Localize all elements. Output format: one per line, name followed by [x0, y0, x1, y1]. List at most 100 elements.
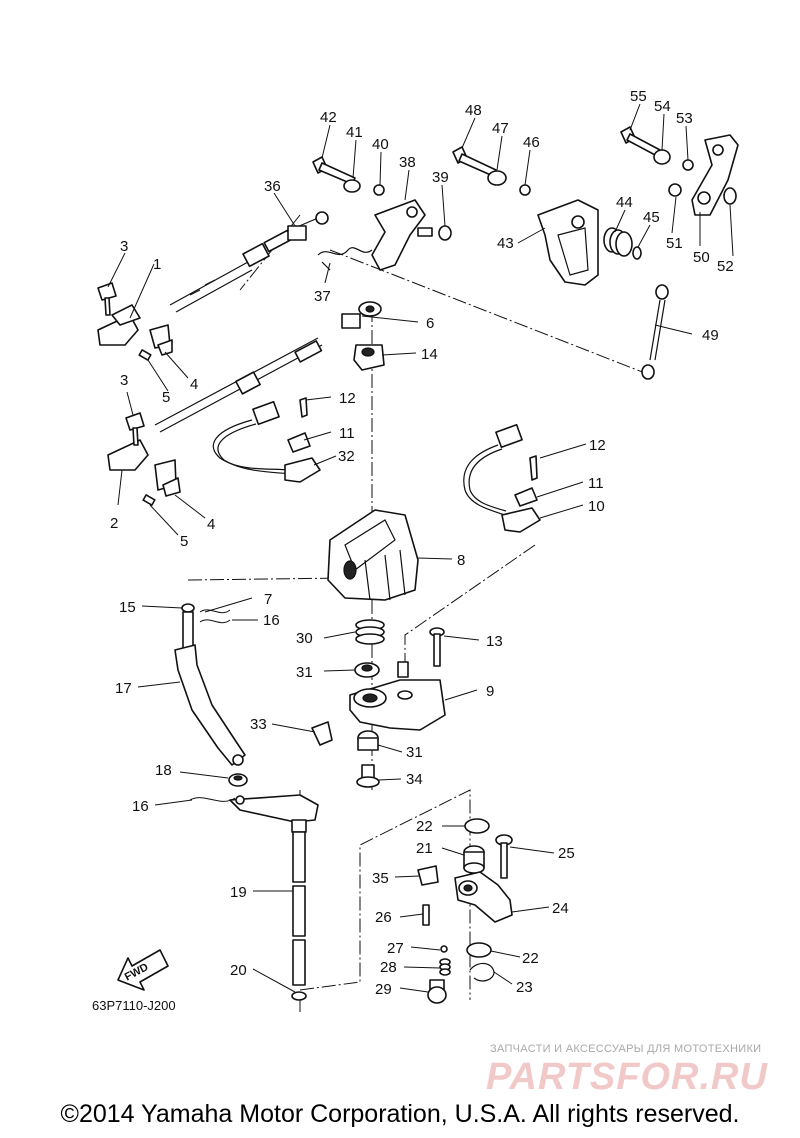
part-2-cable-bracket	[107, 439, 181, 497]
part-28-spring	[439, 958, 451, 976]
label-part-51: 51	[666, 235, 683, 252]
part-9-body	[349, 661, 446, 731]
label-part-10: 10	[588, 498, 605, 515]
label-part-39: 39	[432, 169, 449, 186]
label-part-43: 43	[497, 235, 514, 252]
exploded-parts-diagram: FWD	[92, 88, 739, 1013]
label-part-12: 12	[589, 437, 606, 454]
part-17-shift-lever	[174, 611, 246, 766]
label-part-46: 46	[523, 134, 540, 151]
label-part-54: 54	[654, 98, 671, 115]
part-33-fitting	[311, 721, 333, 746]
part-number-labels: 1 2 3 3 4 4 5 5 6 7 8 9 10 11 11 12 12 1…	[92, 88, 734, 1013]
part-14-collar	[353, 344, 385, 371]
label-part-4: 4	[190, 376, 198, 393]
part-3-bolt-upper	[97, 282, 117, 316]
label-part-25: 25	[558, 845, 575, 862]
part-18-nut	[228, 773, 248, 787]
part-washer-45	[632, 246, 642, 260]
part-bolt-42	[312, 156, 356, 185]
parts: FWD	[97, 126, 739, 1004]
label-part-31: 31	[406, 744, 423, 761]
label-part-22: 22	[522, 950, 539, 967]
label-part-1: 1	[153, 256, 161, 273]
copyright-notice: ©2014 Yamaha Motor Corporation, U.S.A. A…	[60, 1100, 740, 1128]
label-part-41: 41	[346, 124, 363, 141]
label-part-53: 53	[676, 110, 693, 127]
label-part-16: 16	[132, 798, 149, 815]
part-washer-52	[723, 187, 737, 205]
label-part-3: 3	[120, 372, 128, 389]
part-5-pin-upper	[138, 349, 152, 361]
part-collar-41	[343, 179, 361, 193]
label-part-6: 6	[426, 315, 434, 332]
label-part-21: 21	[416, 840, 433, 857]
part-38-lever	[317, 199, 433, 271]
part-43-bracket	[537, 199, 599, 286]
part-23-circlip	[469, 962, 495, 982]
part-washer-53	[682, 159, 694, 171]
part-20-washer	[291, 991, 307, 1001]
part-49-rod	[641, 284, 669, 380]
label-part-28: 28	[380, 959, 397, 976]
label-part-52: 52	[717, 258, 734, 275]
label-part-27: 27	[387, 940, 404, 957]
leader-lines	[107, 103, 734, 993]
part-bolt-48	[452, 146, 497, 177]
label-part-44: 44	[616, 194, 633, 211]
part-32-switch	[212, 397, 321, 483]
part-27-ball	[440, 945, 448, 953]
part-10-switch	[463, 423, 541, 533]
fwd-arrow-icon: FWD	[117, 949, 169, 991]
part-25-bolt	[495, 834, 513, 879]
part-22-washer-upper	[464, 818, 490, 834]
part-collar-54	[653, 149, 671, 165]
label-part-20: 20	[230, 962, 247, 979]
label-part-26: 26	[375, 909, 392, 926]
label-part-8: 8	[457, 552, 465, 569]
label-part-11: 11	[339, 425, 355, 442]
part-13-bolt	[429, 627, 445, 667]
label-part-50: 50	[693, 249, 710, 266]
label-part-34: 34	[406, 771, 423, 788]
label-part-2: 2	[110, 515, 118, 532]
part-shift-cable-upper	[169, 211, 329, 313]
drawing-code: 63P7110-J200	[92, 998, 176, 1013]
part-21-bushing	[463, 845, 485, 874]
label-part-30: 30	[296, 630, 313, 647]
label-part-36: 36	[264, 178, 281, 195]
part-35-fitting	[417, 865, 439, 886]
part-8-housing	[327, 509, 419, 601]
part-22-washer-lower	[466, 942, 492, 958]
part-44-spring	[603, 227, 633, 257]
label-part-14: 14	[421, 346, 438, 363]
watermark-logo: PARTSFOR.RU	[486, 1056, 768, 1098]
label-part-42: 42	[320, 109, 337, 126]
part-1-cable-bracket	[97, 304, 173, 356]
part-19-shift-rod	[292, 831, 306, 986]
label-part-24: 24	[552, 900, 569, 917]
part-50-arm	[691, 134, 739, 216]
label-part-47: 47	[492, 120, 509, 137]
part-bolt-55	[620, 126, 661, 157]
label-part-38: 38	[399, 154, 416, 171]
part-16-clip-lower	[189, 797, 236, 802]
label-part-23: 23	[516, 979, 533, 996]
label-part-7: 7	[264, 591, 272, 608]
label-part-35: 35	[372, 870, 389, 887]
label-part-45: 45	[643, 209, 660, 226]
part-collar-51	[668, 183, 682, 197]
part-collar-47	[487, 170, 507, 186]
label-part-17: 17	[115, 680, 132, 697]
part-16-clip-upper	[199, 619, 231, 624]
label-part-3: 3	[120, 238, 128, 255]
label-part-18: 18	[155, 762, 172, 779]
label-part-5: 5	[162, 389, 170, 406]
part-31-bushing-lower	[357, 730, 379, 751]
part-3-bolt-lower	[125, 412, 145, 446]
label-part-15: 15	[119, 599, 136, 616]
part-washer-46	[519, 184, 531, 196]
part-15-washer	[181, 603, 195, 613]
part-7-clip	[199, 609, 231, 614]
label-part-29: 29	[375, 981, 392, 998]
